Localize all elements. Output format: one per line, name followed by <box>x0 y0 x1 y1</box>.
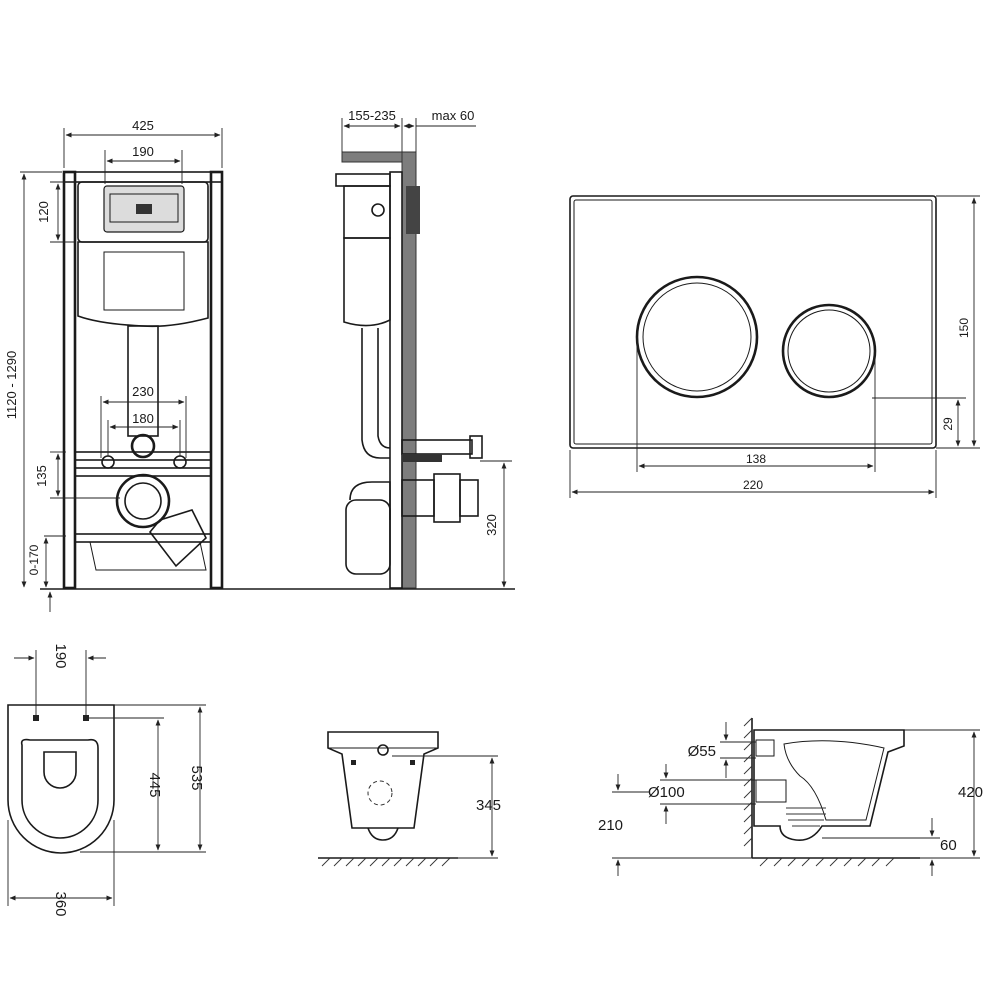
bowl-front-view: 345 <box>318 731 501 867</box>
bowl-top-view: 190 445 535 360 <box>7 643 206 917</box>
top-offset-label: 120 <box>36 201 51 223</box>
bowl-front-inlet <box>377 744 389 756</box>
anchor-outer-label: 230 <box>132 384 154 399</box>
side-inlet-cap <box>469 435 483 459</box>
drain-outlet <box>115 473 171 529</box>
side-pipe-left <box>361 328 390 459</box>
left-upright <box>62 170 77 590</box>
height-range-label: 1120 - 1290 <box>4 351 19 419</box>
outlet-diameter-label: Ø100 <box>648 784 685 801</box>
side-floor-hatch <box>759 857 895 867</box>
wall-bracket <box>406 186 420 234</box>
side-outlet-flange <box>433 473 461 523</box>
large-flush-button[interactable] <box>635 275 759 399</box>
side-wall-hatch <box>743 717 753 847</box>
ceiling-wall-block <box>341 151 403 163</box>
side-pipe-right <box>377 328 391 449</box>
frame-width-label: 425 <box>132 118 154 133</box>
side-inlet-socket <box>755 739 775 757</box>
bowl-side-body <box>753 729 905 842</box>
side-top-bracket <box>335 173 391 187</box>
bowl-front-body <box>327 731 439 829</box>
front-left-hole <box>351 760 356 765</box>
outlet-axis-label: 320 <box>484 514 499 536</box>
side-inlet-clamp <box>402 454 442 462</box>
hole-depth-label: 445 <box>146 772 163 797</box>
side-drain-body <box>345 499 391 575</box>
bowl-side-height-label: 420 <box>958 784 983 801</box>
cistern-body <box>77 241 209 328</box>
flush-plate-inner <box>573 199 933 445</box>
side-drain-top <box>349 481 391 520</box>
bowl-height-label: 345 <box>476 797 501 814</box>
hole-spacing-label: 190 <box>52 643 69 668</box>
button-offset-label: 29 <box>941 417 955 431</box>
water-inlet <box>130 433 156 459</box>
left-mount-hole <box>33 715 39 721</box>
outlet-height-label: 135 <box>34 465 49 487</box>
side-outlet-end <box>459 479 479 517</box>
foot-adjust-label: 0-170 <box>27 544 41 575</box>
inlet-diameter-label: Ø55 <box>688 743 716 760</box>
bowl-basin-top <box>43 751 77 789</box>
bowl-side-view: Ø55 Ø100 210 420 60 <box>598 717 983 876</box>
bowl-outline-top <box>7 704 115 854</box>
anchor-bar <box>74 451 212 461</box>
front-right-hole <box>410 760 415 765</box>
flush-plate-view: 150 29 138 220 <box>569 195 980 498</box>
flush-mechanism <box>109 193 179 223</box>
top-crossbar <box>63 171 223 183</box>
bowl-front-drain <box>367 780 393 806</box>
wall-max-label: max 60 <box>432 108 475 123</box>
plate-width-label: 190 <box>132 144 154 159</box>
mechanism-block <box>136 204 152 214</box>
side-knob <box>371 203 385 217</box>
button-span-label: 138 <box>746 452 766 466</box>
flush-plate <box>569 195 937 449</box>
right-upright <box>209 170 224 590</box>
front-ground-hatch <box>321 857 451 867</box>
plate-width-label: 220 <box>743 478 763 492</box>
side-upright <box>389 171 403 589</box>
side-outlet-socket <box>755 779 787 803</box>
bowl-width-label: 360 <box>52 891 69 916</box>
trap-water <box>786 807 826 827</box>
side-cistern <box>343 237 391 327</box>
frame-base <box>89 541 207 571</box>
right-bolt <box>173 455 187 469</box>
bowl-front-outlet <box>367 827 399 841</box>
drain-inner <box>124 482 162 520</box>
bowl-seat-top <box>20 738 99 839</box>
small-button-inner <box>787 309 871 393</box>
bowl-length-label: 535 <box>188 765 205 790</box>
frame-side-view: 155-235 max 60 320 <box>335 108 512 589</box>
cistern-panel <box>103 251 185 311</box>
left-bolt <box>101 455 115 469</box>
right-mount-hole <box>83 715 89 721</box>
drain-elbow <box>148 509 207 568</box>
depth-range-label: 155-235 <box>348 108 396 123</box>
foot-bar <box>74 533 212 543</box>
large-button-inner <box>642 282 752 392</box>
frame-front-view: 425 190 120 1120 - 1290 230 180 135 0-17… <box>4 118 515 612</box>
outlet-offset-label: 60 <box>940 837 957 854</box>
anchor-inner-label: 180 <box>132 411 154 426</box>
plate-height-label: 150 <box>957 318 971 338</box>
outlet-height-label: 210 <box>598 817 623 834</box>
small-flush-button[interactable] <box>781 303 877 399</box>
